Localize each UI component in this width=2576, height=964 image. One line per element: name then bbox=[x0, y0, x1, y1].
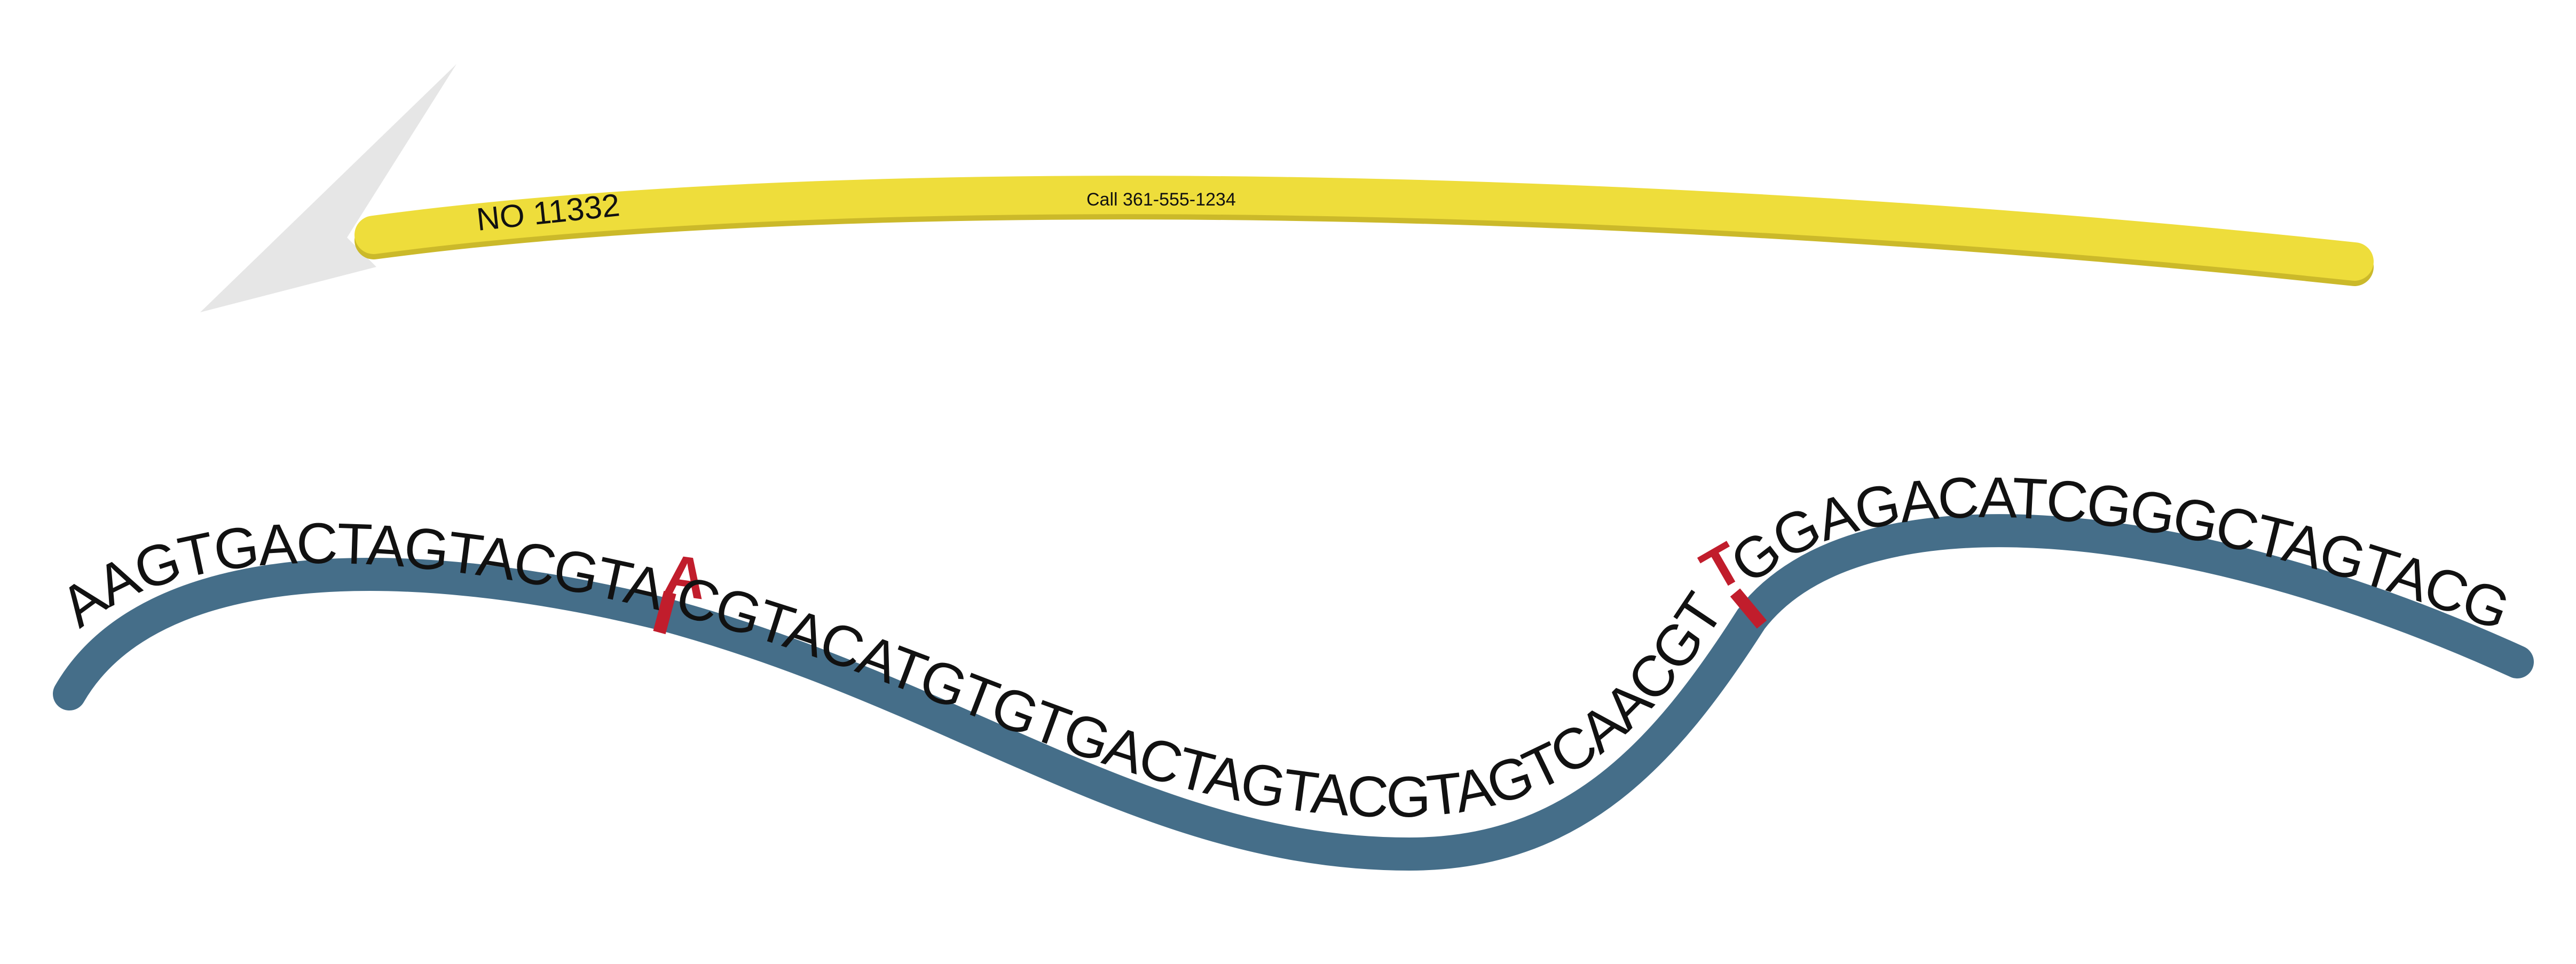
tag-barb bbox=[200, 64, 456, 312]
mutation-marker-2 bbox=[1730, 588, 1767, 629]
tag-tube bbox=[355, 176, 2374, 281]
dna-backbone bbox=[53, 514, 2534, 871]
dna-strand: AAGTGACTAGTACGTAGTCA A CGTACATGTGTGACTAG… bbox=[0, 0, 2534, 871]
mutation-marker-1 bbox=[653, 590, 676, 635]
sequence-segment-1: AAGTGACTAGTACGTAGTCA bbox=[0, 0, 671, 639]
tag-phone-label: Call 361-555-1234 bbox=[1086, 189, 1236, 210]
mutation-base-1: A bbox=[660, 542, 710, 611]
sequence-segment-2: CGTACATGTGTGACTAGTACGTAGTCAACGTACCAGTT bbox=[0, 0, 1736, 829]
fish-tag: NO 11332 Call 361-555-1234 bbox=[200, 64, 2374, 312]
